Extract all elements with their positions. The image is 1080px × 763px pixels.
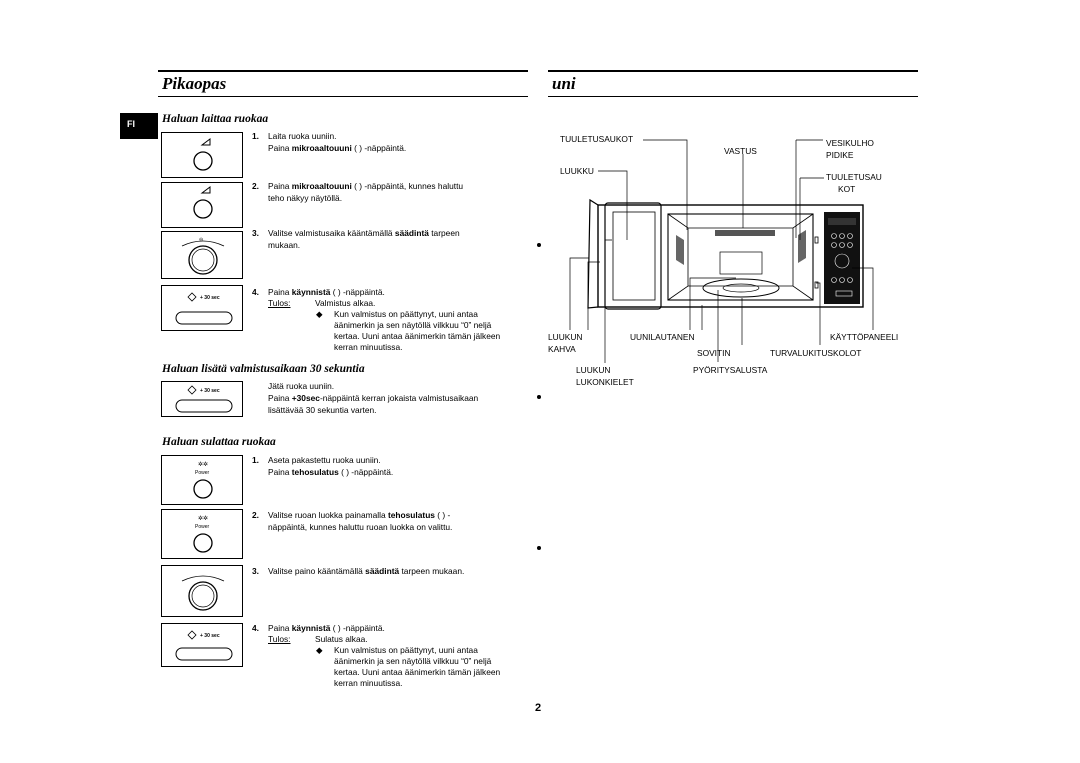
plus30-label: + 30 sec <box>200 633 220 639</box>
label-pidike: PIDIKE <box>826 150 854 160</box>
label-pyoritysalusta: PYÖRITYSALUSTA <box>693 365 768 375</box>
svg-text:✲✲: ✲✲ <box>198 461 208 468</box>
illustration-dial: ⊖ <box>161 231 243 279</box>
note-line: äänimerkin ja sen näytöllä vilkkuu “0” n… <box>334 656 492 666</box>
start-icon <box>175 385 233 413</box>
illustration-power-button: ✲✲ Power <box>161 509 243 559</box>
binding-dot <box>537 243 541 247</box>
start-icon <box>175 630 233 661</box>
step-number: 2. <box>252 181 259 191</box>
step-text: Paina mikroaaltouuni ( ) -näppäintä, kun… <box>268 181 464 191</box>
dial-icon <box>181 575 225 611</box>
plus30-label: + 30 sec <box>200 388 220 394</box>
dial-icon: ⊖ <box>181 237 225 275</box>
step-text: Paina mikroaaltouuni ( ) -näppäintä. <box>268 143 407 153</box>
result-text: Sulatus alkaa. <box>315 634 368 644</box>
right-page-title: uni <box>552 74 576 93</box>
label-kahva: KAHVA <box>548 344 576 354</box>
left-title-underline <box>158 96 528 97</box>
label-lukonkielet: LUKONKIELET <box>576 377 634 387</box>
step-text: Valitse paino kääntämällä säädintä tarpe… <box>268 566 465 576</box>
step-number: 4. <box>252 623 259 633</box>
note-line: äänimerkin ja sen näytöllä vilkkuu “0” n… <box>334 320 492 330</box>
step-text: Paina käynnistä ( ) -näppäintä. <box>268 623 385 633</box>
step-text: Laita ruoka uuniin. <box>268 131 337 141</box>
right-title-rule <box>548 70 918 72</box>
result-text: Valmistus alkaa. <box>315 298 376 308</box>
step-text: mukaan. <box>268 240 301 250</box>
step-text: Valitse valmistusaika kääntämällä säädin… <box>268 228 460 238</box>
start-icon <box>175 292 233 325</box>
result-label: Tulos: <box>268 298 291 308</box>
step-text: Paina +30sec-näppäintä kerran jokaista v… <box>268 393 479 403</box>
label-tuuletusau: TUULETUSAU <box>826 172 882 182</box>
label-vastus: VASTUS <box>724 146 757 156</box>
label-vesikulho: VESIKULHO <box>826 138 874 148</box>
step-text: Jätä ruoka uuniin. <box>268 381 335 391</box>
note-line: Kun valmistus on päättynyt, uuni antaa <box>334 645 478 655</box>
section-heading-defrost: Haluan sulattaa ruokaa <box>162 436 276 448</box>
note-line: kertaa. Uuni antaa äänimerkin tämän jälk… <box>334 667 501 677</box>
illustration-microwave-button <box>161 182 243 228</box>
illustration-start-button: + 30 sec <box>161 381 243 417</box>
label-luukun-lukonkielet: LUUKUN <box>576 365 611 375</box>
microwave-icon <box>193 138 213 171</box>
step-text: teho näkyy näytöllä. <box>268 193 343 203</box>
binding-dot <box>537 546 541 550</box>
left-title-rule <box>158 70 528 72</box>
step-number: 1. <box>252 131 259 141</box>
label-kayttopaneeli: KÄYTTÖPANEELI <box>830 332 899 342</box>
step-number: 1. <box>252 455 259 465</box>
defrost-icon: ✲✲ <box>193 461 213 499</box>
left-page-title: Pikaopas <box>162 74 227 93</box>
label-turvalukituskolot: TURVALUKITUSKOLOT <box>770 348 862 358</box>
power-label: Power <box>195 524 210 530</box>
defrost-icon: ✲✲ <box>193 515 213 553</box>
label-luukun-kahva: LUUKUN <box>548 332 583 342</box>
section-heading-cook: Haluan laittaa ruokaa <box>162 113 269 125</box>
label-tuuletusaukot: TUULETUSAUKOT <box>560 134 634 144</box>
binding-dot <box>537 395 541 399</box>
bullet-diamond-icon: ◆ <box>316 309 323 319</box>
step-number: 4. <box>252 287 259 297</box>
note-line: kerran minuutissa. <box>334 678 403 688</box>
illustration-power-button: ✲✲ Power <box>161 455 243 505</box>
illustration-dial <box>161 565 243 617</box>
step-text: Aseta pakastettu ruoka uuniin. <box>268 455 381 465</box>
bullet-diamond-icon: ◆ <box>316 645 323 655</box>
label-uunilautanen: UUNILAUTANEN <box>630 332 695 342</box>
language-tab: FI <box>120 113 158 139</box>
step-number: 2. <box>252 510 259 520</box>
step-text: näppäintä, kunnes haluttu ruoan luokka o… <box>268 522 453 532</box>
svg-text:✲✲: ✲✲ <box>198 515 208 522</box>
page-number: 2 <box>535 702 542 714</box>
power-label: Power <box>195 470 210 476</box>
step-number: 3. <box>252 566 259 576</box>
svg-text:⊖: ⊖ <box>199 237 203 243</box>
label-sovitin: SOVITIN <box>697 348 731 358</box>
illustration-start-button: + 30 sec <box>161 285 243 331</box>
illustration-start-button: + 30 sec <box>161 623 243 667</box>
note-line: kertaa. Uuni antaa äänimerkin tämän jälk… <box>334 331 501 341</box>
label-kot: KOT <box>838 184 856 194</box>
step-text: Paina käynnistä ( ) -näppäintä. <box>268 287 385 297</box>
microwave-icon <box>193 186 213 219</box>
label-luukku: LUUKKU <box>560 166 594 176</box>
note-line: kerran minuutissa. <box>334 342 403 352</box>
step-text: lisättävää 30 sekuntia varten. <box>268 405 377 415</box>
illustration-microwave-button <box>161 132 243 178</box>
result-label: Tulos: <box>268 634 291 644</box>
step-text: Valitse ruoan luokka painamalla tehosula… <box>268 510 451 520</box>
section-heading-add: Haluan lisätä valmistusaikaan 30 sekunti… <box>162 363 365 375</box>
step-text: Paina tehosulatus ( ) -näppäintä. <box>268 467 394 477</box>
step-number: 3. <box>252 228 259 238</box>
right-title-underline <box>548 96 918 97</box>
note-line: Kun valmistus on päättynyt, uuni antaa <box>334 309 478 319</box>
plus30-label: + 30 sec <box>200 295 220 301</box>
